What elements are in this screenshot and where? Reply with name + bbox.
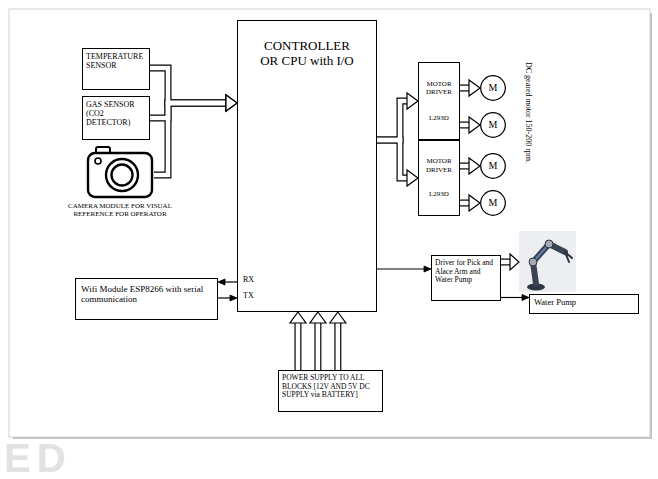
node-text: Wifi Module ESP8266 with serial communic…	[81, 284, 212, 305]
node-text: MOTOR DRIVER	[421, 80, 457, 96]
robot-arm-picture	[519, 231, 576, 292]
node-text: Water Pump	[534, 298, 576, 308]
connector	[377, 140, 407, 178]
node-text: CONTROLLER OR CPU with I/O	[257, 39, 357, 69]
pin-label: RX	[243, 276, 254, 284]
arrowhead	[226, 95, 237, 111]
arrowhead	[469, 158, 480, 174]
motor-symbol: M	[480, 190, 506, 216]
connector	[218, 297, 230, 298]
connector-fill	[377, 101, 407, 140]
sensor-box: GAS SENSOR (CO2 DETECTOR)	[82, 96, 150, 140]
power-supply-box: POWER SUPPLY TO ALL BLOCKS [12V AND 5V D…	[278, 370, 383, 412]
connector	[294, 323, 301, 370]
arrowhead	[469, 117, 480, 133]
arm-arrow	[500, 254, 519, 270]
arrowhead	[230, 295, 237, 301]
arrowhead	[310, 312, 326, 323]
node-text: M	[489, 119, 498, 131]
node-text: Driver for Pick and Alace Arm and Water …	[435, 259, 497, 285]
connector-fill	[377, 140, 407, 178]
connector	[154, 103, 226, 175]
motor-note: DC geared motor 150-200 rpm.	[524, 62, 532, 163]
arrowhead	[290, 312, 306, 323]
connector-fill	[460, 164, 469, 169]
connector-fill	[460, 201, 469, 206]
connector-fill	[316, 323, 321, 370]
node-text: L293D	[429, 190, 449, 198]
motor-symbol: M	[480, 153, 506, 179]
arrowhead	[469, 195, 480, 211]
connector-fill	[296, 323, 301, 370]
camera-icon	[86, 145, 154, 199]
connector-fill	[154, 103, 226, 175]
node-text: M	[489, 82, 498, 94]
motor-symbol: M	[480, 112, 506, 138]
connector	[460, 85, 469, 92]
motor-driver-box: MOTOR DRIVER L293D	[418, 140, 460, 216]
connector	[334, 323, 341, 370]
connector	[460, 163, 469, 170]
pin-label: TX	[243, 292, 254, 300]
connector	[501, 297, 522, 298]
connector	[377, 101, 407, 140]
node-text: M	[489, 160, 498, 172]
arm-driver-box: Driver for Pick and Alace Arm and Water …	[431, 255, 501, 301]
sensor-box: TEMPERATURE SENSOR	[82, 48, 150, 90]
arrowhead	[522, 295, 529, 301]
wifi-module-box: Wifi Module ESP8266 with serial communic…	[75, 278, 218, 320]
controller-box: CONTROLLER OR CPU with I/O	[237, 20, 377, 312]
arrowhead	[226, 95, 237, 111]
node-text: M	[489, 197, 498, 209]
connector-fill	[460, 86, 469, 91]
node-text: TEMPERATURE SENSOR	[86, 52, 146, 70]
camera-module: CAMERA MODULE FOR VISUAL REFERENCE FOR O…	[68, 145, 172, 218]
arrowhead	[424, 266, 431, 272]
arrowhead	[330, 312, 346, 323]
arrowhead	[469, 80, 480, 96]
arrowhead	[407, 170, 418, 186]
motor-driver-box: MOTOR DRIVER L293D	[418, 62, 460, 140]
node-text: MOTOR DRIVER	[421, 157, 457, 173]
connector	[460, 200, 469, 207]
motor-symbol: M	[480, 75, 506, 101]
connector	[150, 68, 226, 103]
node-text: GAS SENSOR (CO2 DETECTOR)	[86, 100, 146, 128]
connector	[377, 268, 424, 269]
arrowhead	[407, 93, 418, 109]
arrowhead	[226, 95, 237, 111]
arrowhead	[218, 279, 225, 285]
connector	[314, 323, 321, 370]
connector	[460, 122, 469, 129]
page-frame	[9, 9, 650, 437]
frame-shadow	[13, 13, 651, 438]
connector-fill	[460, 123, 469, 128]
connector	[225, 281, 237, 282]
node-text: CAMERA MODULE FOR VISUAL REFERENCE FOR O…	[68, 202, 172, 218]
watermark: ED	[4, 438, 72, 478]
connector-fill	[150, 68, 226, 103]
node-text: POWER SUPPLY TO ALL BLOCKS [12V AND 5V D…	[282, 374, 379, 400]
connector-fill	[336, 323, 341, 370]
node-text: L293D	[429, 114, 449, 122]
water-pump-box: Water Pump	[529, 294, 639, 314]
